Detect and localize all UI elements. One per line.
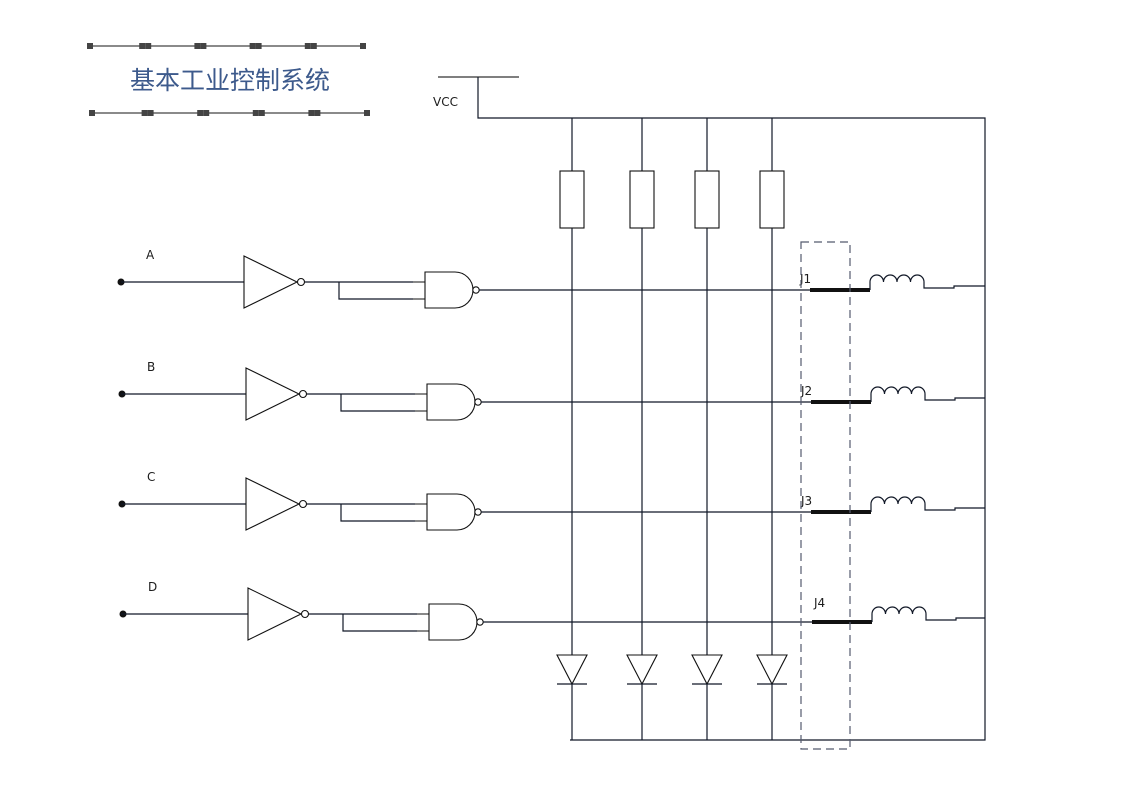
frame-node [255, 43, 262, 49]
frame-node [310, 43, 317, 49]
frame-node [249, 43, 256, 49]
inverter-bubble [296, 277, 306, 287]
relay-coil-icon [871, 606, 985, 622]
input-label: B [147, 360, 155, 374]
inverter-icon [245, 477, 301, 531]
relay-label: J1 [799, 272, 811, 286]
inverter-icon [247, 587, 303, 641]
resistor-diode-columns [556, 118, 788, 740]
vcc-rail: VCC [433, 76, 986, 741]
title-frame-top-border [87, 43, 366, 49]
title-frame-bottom-border [89, 110, 370, 116]
title-frame: 基本工业控制系统 [87, 43, 370, 116]
frame-node [197, 110, 204, 116]
nand-bubble [476, 618, 484, 626]
resistor [629, 170, 655, 229]
relay-label: J2 [800, 384, 812, 398]
inverter-icon [243, 255, 299, 309]
power-bus-wire [477, 77, 986, 741]
channel-c: C J3 [118, 470, 985, 531]
diode-icon [626, 654, 658, 686]
nand-bubble [474, 398, 482, 406]
nand-gate-icon [428, 603, 478, 641]
inverter-bubble [298, 499, 308, 509]
input-channels: A J1B J2C J3D J4 [117, 248, 985, 641]
resistor [759, 170, 785, 229]
input-label: D [148, 580, 157, 594]
frame-node [200, 43, 207, 49]
relay-coil-icon [869, 274, 985, 290]
frame-node [141, 110, 148, 116]
frame-node [252, 110, 259, 116]
frame-node [308, 110, 315, 116]
relay-coil-icon [870, 496, 985, 512]
frame-node [194, 43, 201, 49]
column-2 [626, 118, 658, 740]
channel-a: A J1 [117, 248, 985, 309]
column-1 [556, 118, 588, 740]
diode-icon [691, 654, 723, 686]
nand-input-wire-2 [342, 614, 417, 632]
diagram-title: 基本工业控制系统 [130, 66, 330, 95]
frame-node [314, 110, 321, 116]
frame-node [360, 43, 366, 49]
relay-contact-enclosure [800, 241, 851, 750]
frame-node [89, 110, 95, 116]
channel-d: D J4 [119, 580, 985, 641]
nand-gate-icon [426, 383, 476, 421]
input-label: A [146, 248, 155, 262]
frame-node [145, 43, 152, 49]
nand-input-wire-2 [340, 504, 415, 522]
column-4 [756, 118, 788, 740]
frame-node [364, 110, 370, 116]
frame-node [258, 110, 265, 116]
relay-label: J3 [800, 494, 812, 508]
inverter-bubble [300, 609, 310, 619]
relay-coil-icon [870, 386, 985, 402]
resistor [694, 170, 720, 229]
nand-bubble [472, 286, 480, 294]
frame-node [304, 43, 311, 49]
diode-icon [556, 654, 588, 686]
frame-node [87, 43, 93, 49]
nand-input-wire-2 [338, 282, 413, 300]
nand-bubble [474, 508, 482, 516]
frame-node [139, 43, 146, 49]
frame-node [203, 110, 210, 116]
inverter-bubble [298, 389, 308, 399]
nand-input-wire-2 [340, 394, 415, 412]
relay-label: J4 [813, 596, 825, 610]
frame-node [147, 110, 154, 116]
input-label: C [147, 470, 155, 484]
nand-gate-icon [424, 271, 474, 309]
nand-gate-icon [426, 493, 476, 531]
vcc-label: VCC [433, 95, 458, 109]
column-3 [691, 118, 723, 740]
channel-b: B J2 [118, 360, 985, 421]
resistor [559, 170, 585, 229]
diode-icon [756, 654, 788, 686]
inverter-icon [245, 367, 301, 421]
